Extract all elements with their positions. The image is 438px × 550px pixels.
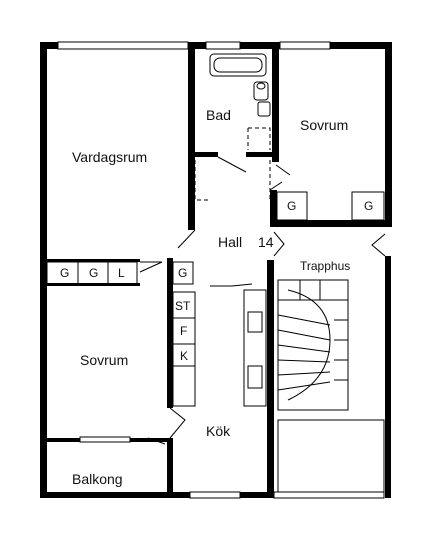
cabinet-g-sovrum-left: G [287,199,296,213]
label-trapphus: Trapphus [300,259,350,273]
cabinet-k-kitchen: K [180,349,188,363]
doors [139,156,386,445]
cabinet-st-kitchen: ST [175,299,191,313]
label-sovrum-right: Sovrum [300,117,348,133]
label-hall: Hall [218,234,242,250]
cabinet-labels: G G G G L G ST F K [60,199,373,363]
storage-row [46,261,194,285]
windows [57,41,385,499]
cabinet-g-hall: G [178,266,187,280]
cabinet-g-sovrum-right: G [364,199,373,213]
staircase [277,279,385,493]
cabinet-g-row-1: G [60,266,69,280]
room-labels: Vardagsrum Bad Sovrum Hall 14 Trapphus S… [72,107,350,487]
label-hall-number: 14 [258,234,274,250]
kitchen-counter [172,289,267,407]
label-sovrum-left: Sovrum [80,352,128,368]
label-kok: Kök [206,423,231,439]
cabinet-l-row: L [118,266,125,280]
cabinet-f-kitchen: F [180,324,187,338]
label-vardagsrum: Vardagsrum [72,149,147,165]
label-balkong: Balkong [72,471,123,487]
label-bad: Bad [206,107,231,123]
bathroom-fixtures [209,53,271,150]
sovrum-closets [276,191,385,221]
cabinet-g-row-2: G [89,266,98,280]
